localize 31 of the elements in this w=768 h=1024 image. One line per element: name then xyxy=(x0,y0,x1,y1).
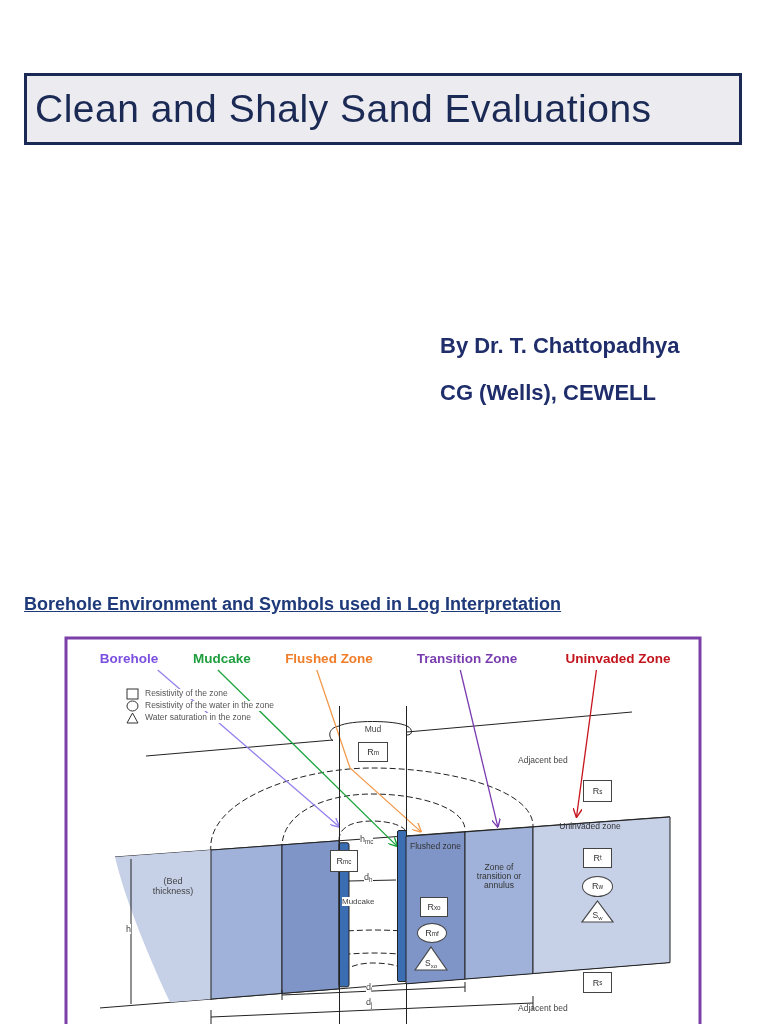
dimension-label: h$_{mc}$ xyxy=(360,834,374,846)
mudcake-label: Mudcake xyxy=(342,897,375,907)
dimension-label: d$_{i}$ xyxy=(366,982,373,994)
dimension-label: d$_{j}$ xyxy=(366,997,373,1009)
saturation-triangle: S$_{w}$ xyxy=(581,900,614,923)
arrow xyxy=(459,669,501,829)
zone-heading: Mudcake xyxy=(181,651,263,669)
dimension-label: d$_{h}$ xyxy=(364,872,373,884)
legend-text: Resistivity of the zone xyxy=(145,689,228,699)
zone-label: Zone of transition or annulus xyxy=(475,862,523,891)
zone-heading: Borehole xyxy=(88,651,170,669)
bed-label: Adjacent bed xyxy=(518,756,568,766)
zone-heading: Transition Zone xyxy=(400,651,534,669)
bed-thickness-label: (Bed thickness) xyxy=(151,876,195,897)
author-affiliation: CG (Wells), CEWELL xyxy=(440,380,656,406)
author-name: By Dr. T. Chattopadhya xyxy=(440,333,680,359)
zone-label: Flushed zone xyxy=(408,841,462,851)
saturation-triangle: S$_{xo}$ xyxy=(414,946,448,971)
zone-label: Uninvaded zone xyxy=(558,821,622,832)
legend-text: Water saturation in the zone xyxy=(145,713,251,723)
bed-label: Adjacent bed xyxy=(518,1004,568,1014)
arrow xyxy=(217,669,399,848)
zone-heading: Flushed Zone xyxy=(268,651,390,669)
title-banner: Clean and Shaly Sand Evaluations xyxy=(24,73,742,145)
section-heading: Borehole Environment and Symbols used in Log Interpretation xyxy=(24,594,562,615)
arrow xyxy=(316,669,423,833)
mud-label: Mud xyxy=(363,725,383,735)
legend-text: Resistivity of the water in the zone xyxy=(145,701,274,711)
arrow xyxy=(572,669,598,819)
zone-heading: Uninvaded Zone xyxy=(546,651,690,669)
dimension-label: h xyxy=(126,924,131,935)
